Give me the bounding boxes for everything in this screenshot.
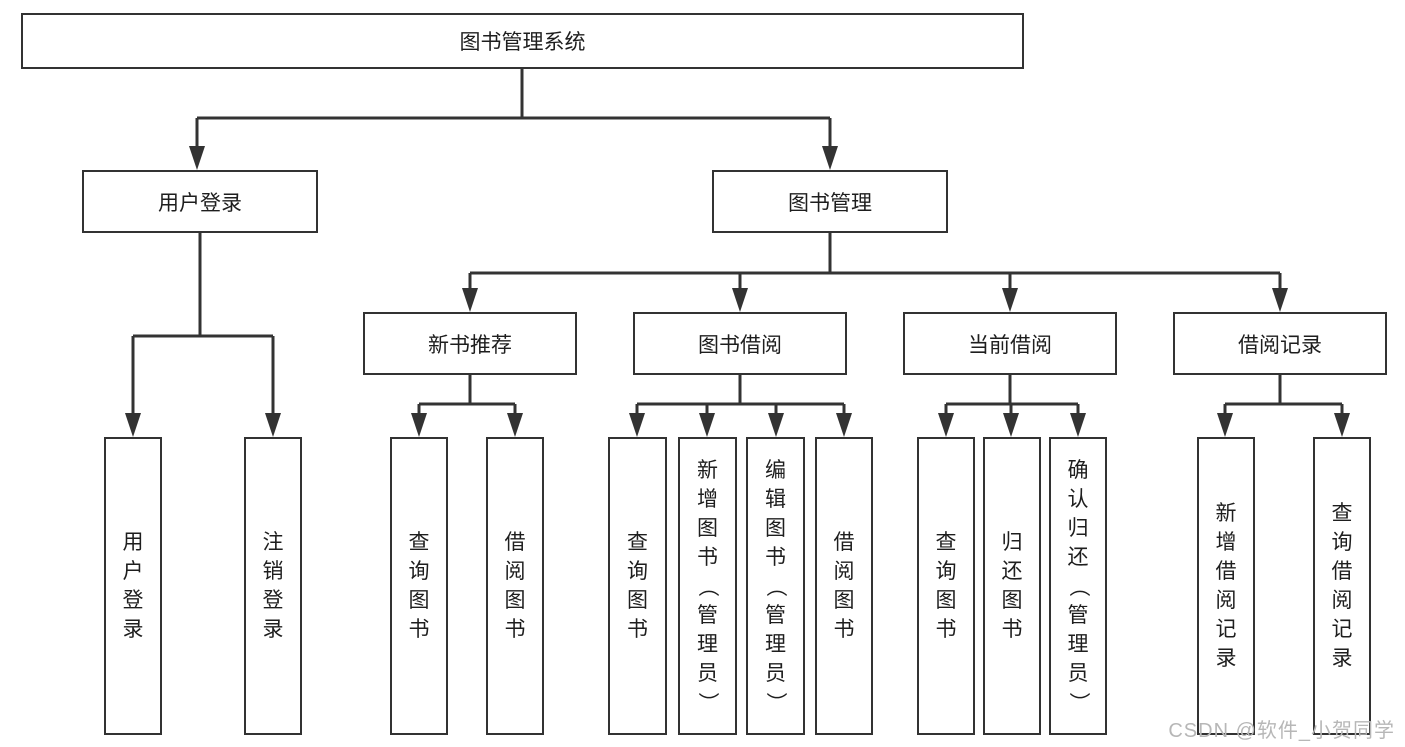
leaf-query-books-current-label: 查询图书 (935, 531, 957, 641)
leaf-confirm-return-admin-label: 确认归还（管理员） (1066, 458, 1090, 713)
leaf-query-borrow-record-label: 查询借阅记录 (1331, 502, 1353, 670)
node-library-management-system-label: 图书管理系统 (459, 31, 586, 54)
leaf-borrow-books-borrowing-label: 借阅图书 (833, 531, 855, 641)
leaf-user-login: 用户登录 (104, 437, 162, 735)
leaf-edit-book-admin: 编辑图书（管理员） (746, 437, 805, 735)
node-new-book-recommendation: 新书推荐 (363, 312, 577, 375)
leaf-add-book-admin-label: 新增图书（管理员） (696, 458, 719, 713)
node-book-borrowing-label: 图书借阅 (698, 333, 782, 357)
leaf-query-books-recommend: 查询图书 (390, 437, 448, 735)
leaf-query-books-borrowing-label: 查询图书 (627, 531, 648, 641)
watermark: CSDN @软件_小贺同学 (1168, 720, 1395, 742)
leaf-query-borrow-record: 查询借阅记录 (1313, 437, 1371, 735)
leaf-confirm-return-admin: 确认归还（管理员） (1049, 437, 1107, 735)
leaf-return-books: 归还图书 (983, 437, 1041, 735)
leaf-logout-label: 注销登录 (262, 531, 284, 641)
leaf-query-books-borrowing: 查询图书 (608, 437, 667, 735)
node-current-borrowing-label: 当前借阅 (968, 333, 1052, 357)
leaf-borrow-books-borrowing: 借阅图书 (815, 437, 873, 735)
leaf-user-login-label: 用户登录 (122, 531, 144, 641)
node-library-management-system: 图书管理系统 (21, 13, 1024, 69)
node-borrowing-records: 借阅记录 (1173, 312, 1387, 375)
leaf-logout: 注销登录 (244, 437, 302, 735)
leaf-return-books-label: 归还图书 (1001, 531, 1023, 641)
node-new-book-recommendation-label: 新书推荐 (428, 333, 512, 357)
leaf-borrow-books-recommend-label: 借阅图书 (504, 531, 526, 641)
node-user-login: 用户登录 (82, 170, 318, 233)
node-borrowing-records-label: 借阅记录 (1238, 333, 1322, 357)
leaf-edit-book-admin-label: 编辑图书（管理员） (764, 458, 787, 713)
node-book-management-label: 图书管理 (788, 191, 872, 215)
node-current-borrowing: 当前借阅 (903, 312, 1117, 375)
leaf-add-borrow-record-label: 新增借阅记录 (1215, 502, 1237, 670)
leaf-add-book-admin: 新增图书（管理员） (678, 437, 737, 735)
leaf-query-books-recommend-label: 查询图书 (408, 531, 430, 641)
node-book-management: 图书管理 (712, 170, 948, 233)
leaf-query-books-current: 查询图书 (917, 437, 975, 735)
leaf-borrow-books-recommend: 借阅图书 (486, 437, 544, 735)
leaf-add-borrow-record: 新增借阅记录 (1197, 437, 1255, 735)
node-book-borrowing: 图书借阅 (633, 312, 847, 375)
node-user-login-label: 用户登录 (158, 191, 242, 215)
